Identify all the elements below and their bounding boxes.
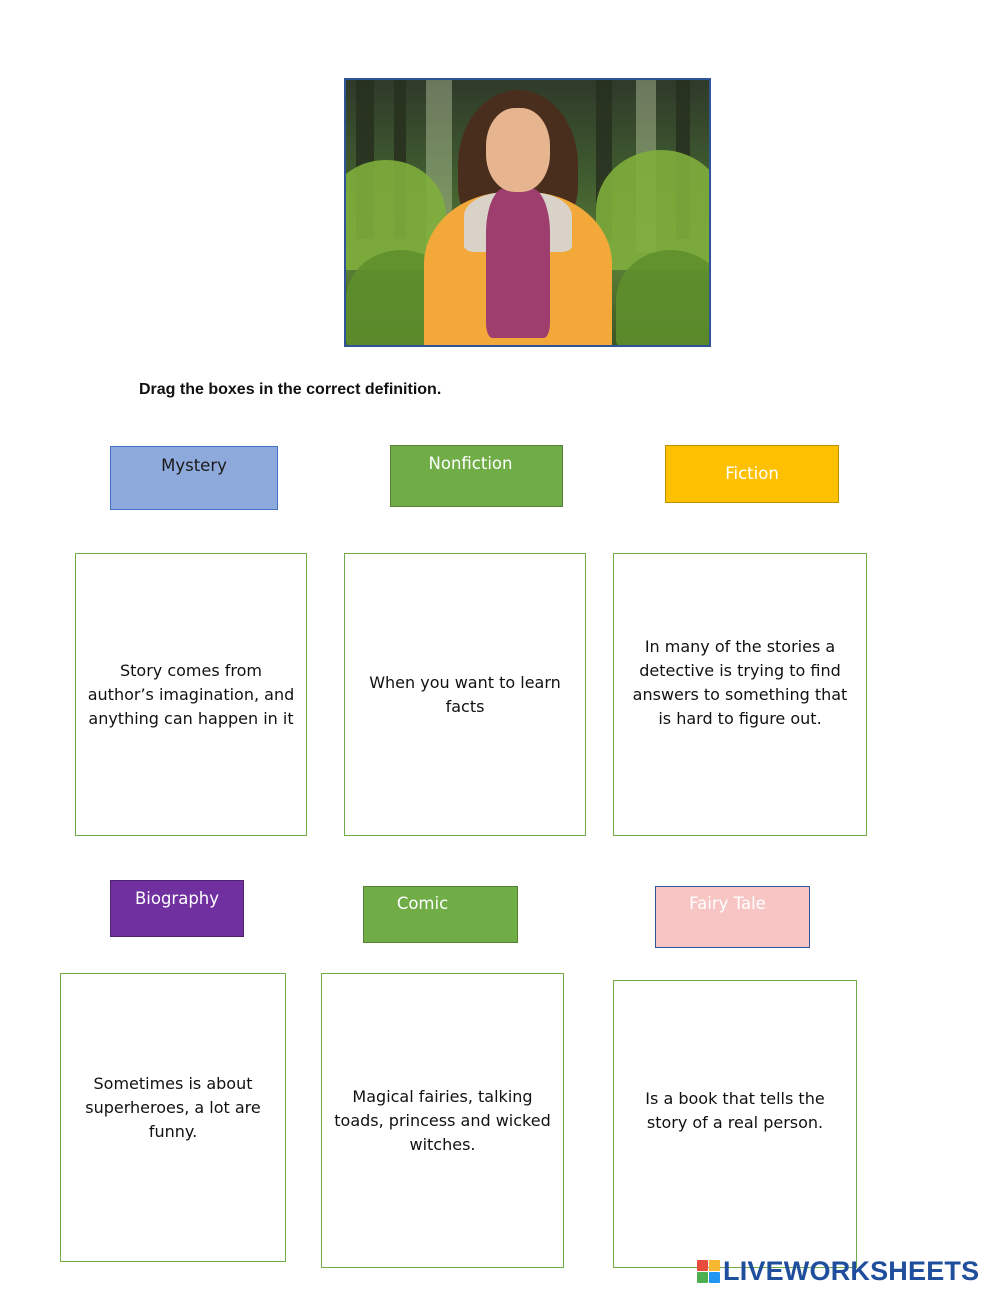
definition-box-3[interactable]: In many of the stories a detective is tr…: [613, 553, 867, 836]
definition-text: In many of the stories a detective is tr…: [632, 636, 848, 728]
label-text: Fiction: [725, 464, 779, 483]
instruction-text: Drag the boxes in the correct definition…: [139, 381, 442, 398]
definition-box-4[interactable]: Sometimes is about superheroes, a lot ar…: [60, 973, 286, 1262]
label-comic[interactable]: Comic: [363, 886, 518, 943]
label-text: Biography: [134, 889, 220, 908]
definition-text: Magical fairies, talking toads, princess…: [334, 1086, 551, 1154]
logo-text: LIVEWORKSHEETS: [723, 1255, 980, 1286]
liveworksheets-logo: LIVEWORKSHEETS: [697, 1255, 979, 1287]
label-mystery[interactable]: Mystery: [110, 446, 278, 510]
label-text: Fairy Tale: [689, 894, 766, 913]
definition-box-1[interactable]: Story comes from author’s imagination, a…: [75, 553, 307, 836]
forest-presenter-image: [344, 78, 711, 347]
logo-blocks-icon: [697, 1259, 720, 1283]
label-nonfiction[interactable]: Nonfiction: [390, 445, 563, 507]
definition-text: Story comes from author’s imagination, a…: [87, 660, 295, 728]
label-fiction[interactable]: Fiction: [665, 445, 839, 503]
definition-text: Sometimes is about superheroes, a lot ar…: [85, 1073, 261, 1141]
label-text: Nonfiction: [428, 454, 513, 473]
label-fairy-tale[interactable]: Fairy Tale: [655, 886, 810, 948]
label-text: Comic: [396, 894, 449, 913]
definition-text: When you want to learn facts: [369, 672, 561, 716]
definition-box-5[interactable]: Magical fairies, talking toads, princess…: [321, 973, 564, 1268]
definition-text: Is a book that tells the story of a real…: [645, 1089, 825, 1132]
definition-box-2[interactable]: When you want to learn facts: [344, 553, 586, 836]
definition-box-6[interactable]: Is a book that tells the story of a real…: [613, 980, 857, 1268]
label-text: Mystery: [161, 456, 227, 475]
label-biography[interactable]: Biography: [110, 880, 244, 937]
